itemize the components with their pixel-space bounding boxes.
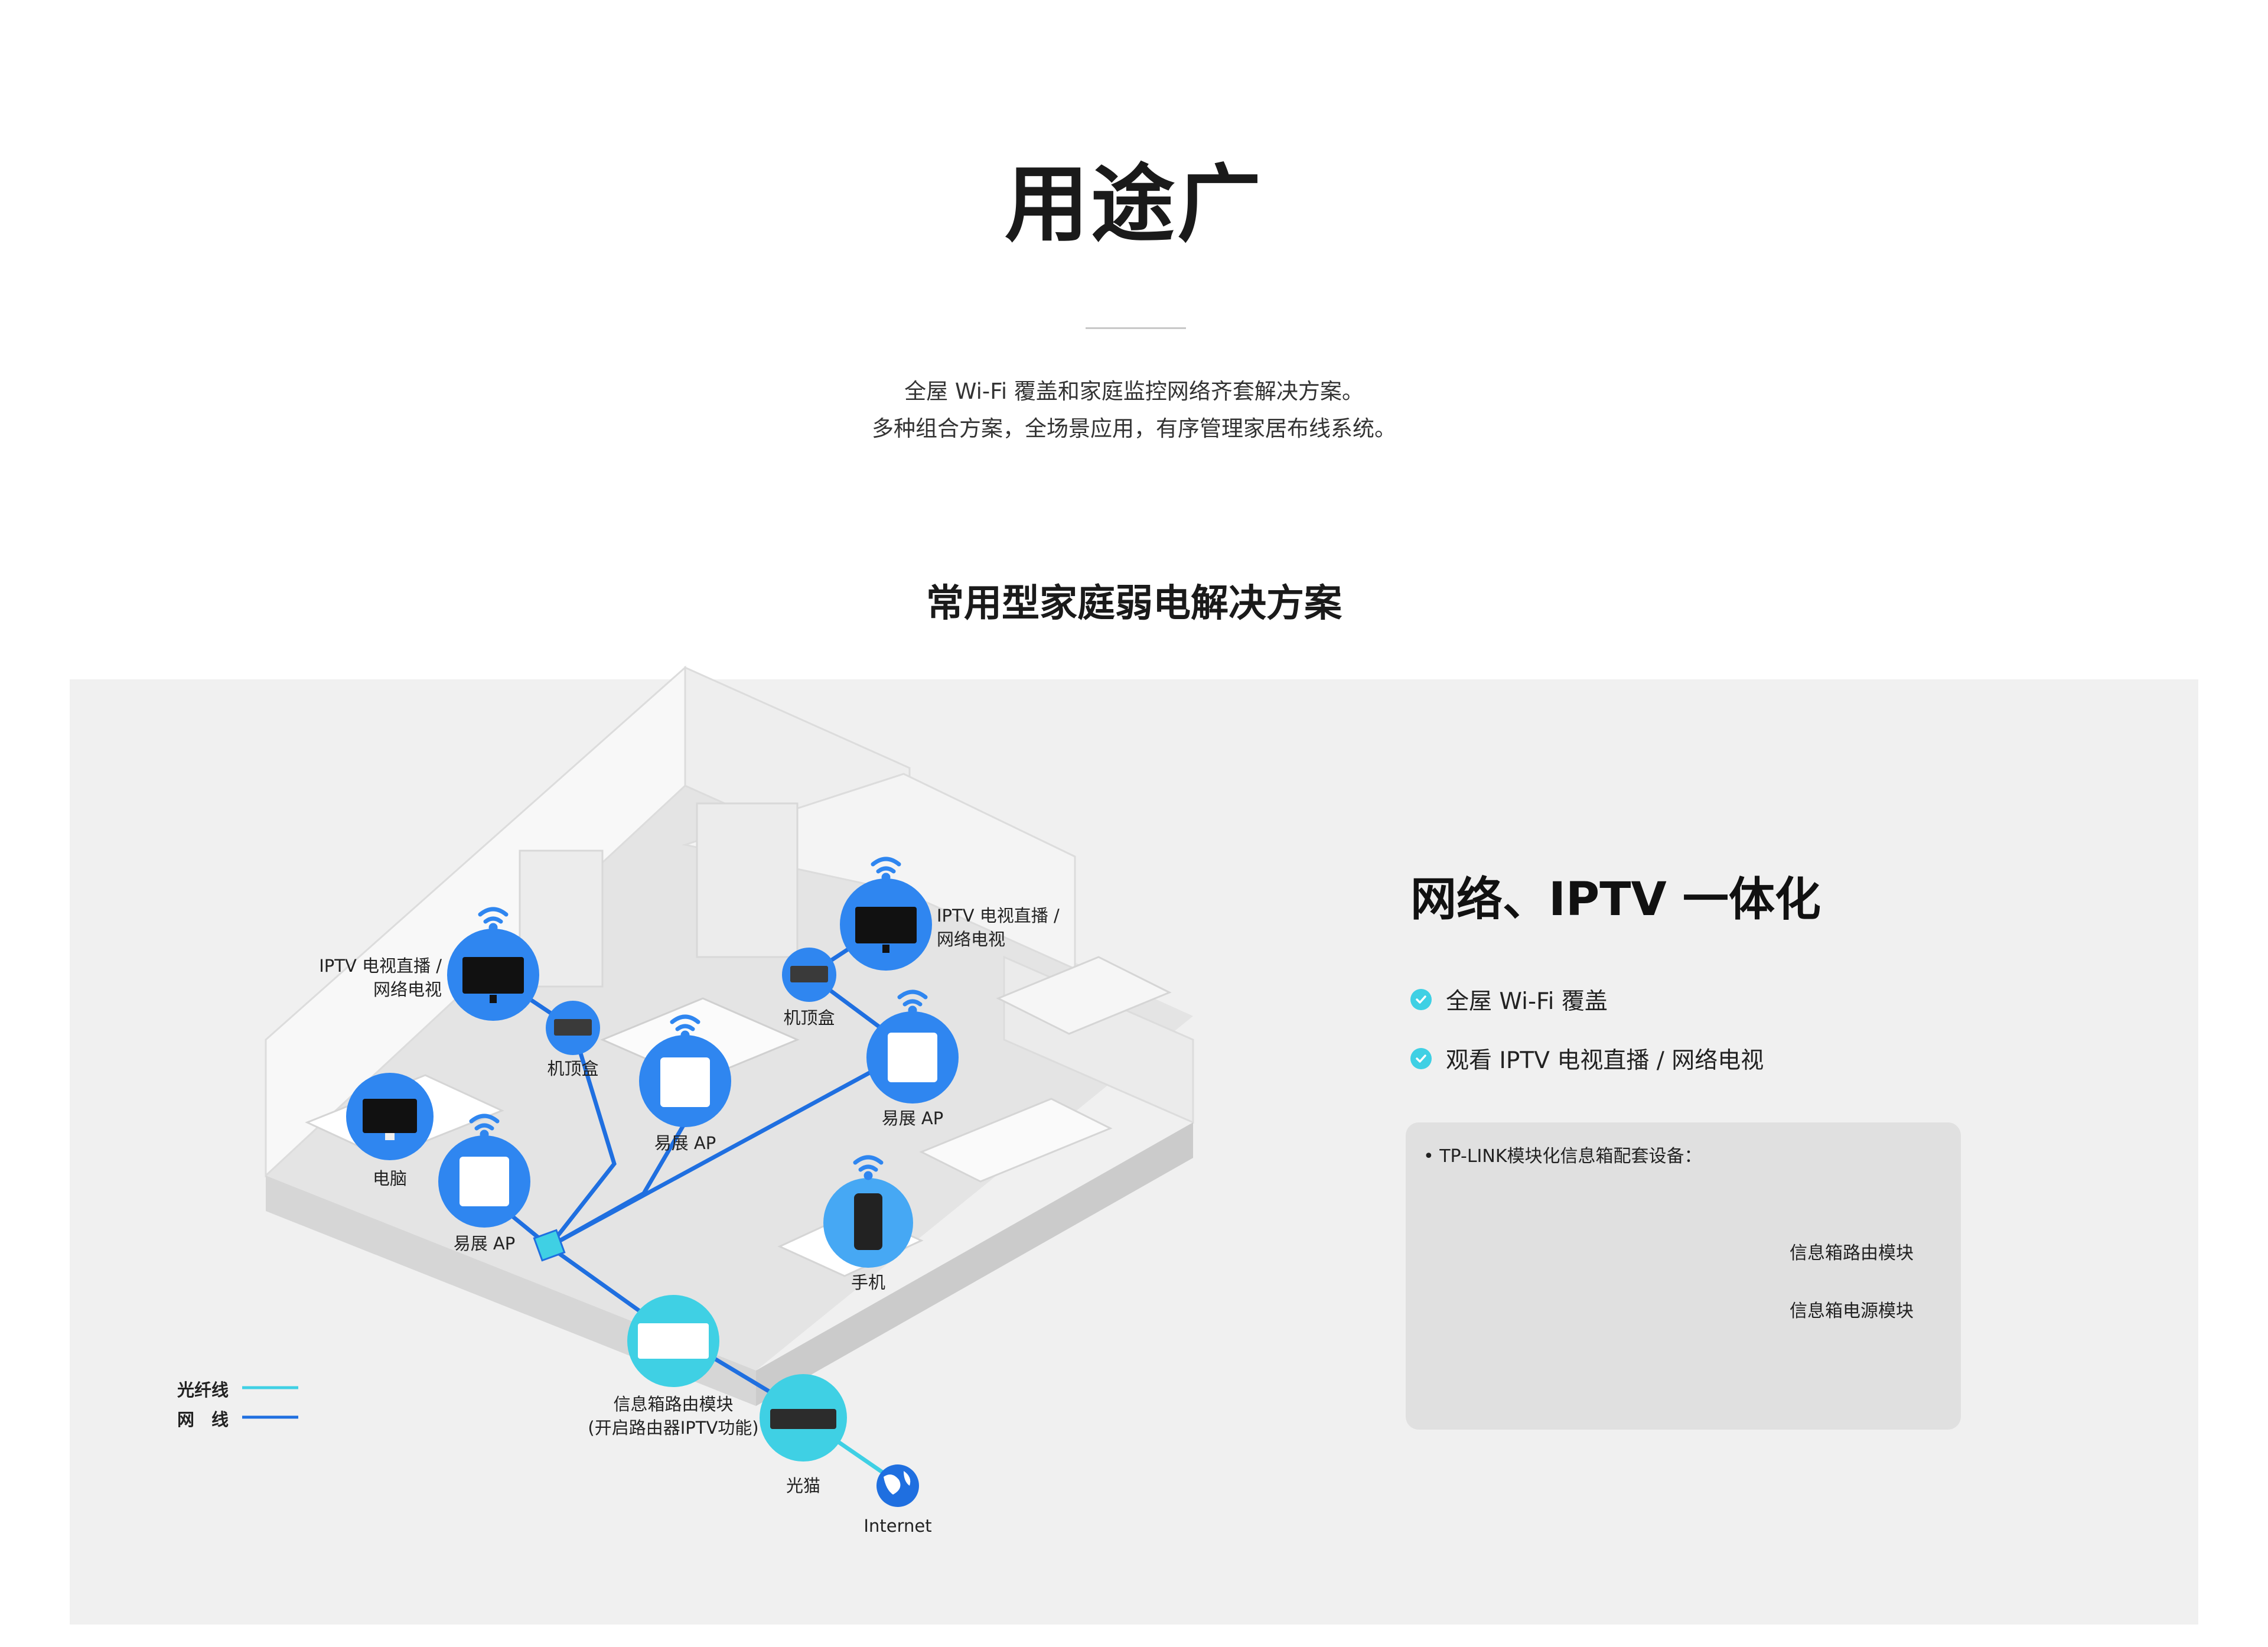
label-stb-right: 机顶盒 <box>783 1008 835 1028</box>
wifi-icon-ap-center <box>670 1014 700 1040</box>
subtitle-line-2: 多种组合方案，全场景应用，有序管理家居布线系统。 <box>872 416 1396 441</box>
router-module-label: 信息箱路由模块 <box>1790 1243 1914 1264</box>
label-pc: 电脑 <box>372 1168 407 1189</box>
label-iptv-right: IPTV 电视直播 / <box>937 906 1060 926</box>
label-stb-left: 机顶盒 <box>547 1059 599 1079</box>
wifi-icon-tv-left <box>478 907 509 932</box>
label-iptv-left: IPTV 电视直播 / <box>319 956 442 976</box>
legend-cable-label: 网 线 <box>177 1410 229 1430</box>
tv-node-right <box>840 878 932 971</box>
modem-node <box>760 1374 847 1462</box>
label-iptv-left-2: 网络电视 <box>373 979 442 1000</box>
pc-node <box>346 1073 434 1160</box>
router-module-node <box>627 1295 719 1387</box>
label-modem: 光猫 <box>786 1476 820 1496</box>
equipment-box <box>1406 1122 1961 1430</box>
bathroom <box>996 956 1172 1035</box>
feature-label: 全屋 Wi-Fi 覆盖 <box>1446 988 1608 1015</box>
check-icon <box>1410 989 1432 1010</box>
stb-node-left <box>546 1001 600 1055</box>
label-iptv-right-2: 网络电视 <box>937 929 1006 949</box>
label-ap-left: 易展 AP <box>453 1233 516 1254</box>
label-router-module: 信息箱路由模块 <box>613 1394 734 1414</box>
bullet-icon: • <box>1423 1146 1440 1167</box>
cable-hub-to-stb-left <box>547 1026 617 1249</box>
label-router-module-note: (开启路由器IPTV功能) <box>588 1418 759 1438</box>
equipment-heading-text: TP-LINK模块化信息箱配套设备： <box>1439 1146 1702 1167</box>
check-icon <box>1410 1048 1432 1069</box>
house-front-wall-right <box>756 1122 1193 1406</box>
internet-globe-icon <box>876 1464 919 1507</box>
phone-node <box>823 1178 913 1268</box>
stb-node-right <box>782 948 836 1002</box>
feature-item: 观看 IPTV 电视直播 / 网络电视 <box>1410 1042 1764 1075</box>
ap-node-right <box>866 1011 959 1104</box>
ap-node-left <box>438 1135 530 1228</box>
title-divider <box>1086 327 1186 329</box>
cable-hub-to-ap-right <box>547 1055 900 1249</box>
page-title: 用途广 <box>1005 156 1263 253</box>
section-title: 常用型家庭弱电解决方案 <box>926 582 1342 626</box>
feature-item: 全屋 Wi-Fi 覆盖 <box>1410 983 1608 1016</box>
wifi-icon-tv-right <box>871 857 901 882</box>
tv-node-left <box>447 929 539 1021</box>
label-phone: 手机 <box>850 1272 885 1293</box>
window-right <box>696 802 799 958</box>
wifi-icon-phone <box>853 1155 884 1180</box>
wifi-icon-ap-right <box>897 989 928 1015</box>
ap-node-center <box>639 1035 731 1127</box>
kitchen-counter <box>919 1098 1113 1183</box>
label-ap-right: 易展 AP <box>881 1108 944 1128</box>
cable-hub <box>533 1229 566 1262</box>
wifi-icon-ap-left <box>469 1114 500 1139</box>
label-internet: Internet <box>863 1516 932 1536</box>
subtitle-line-1: 全屋 Wi-Fi 覆盖和家庭监控网络齐套解决方案。 <box>904 379 1364 404</box>
feature-label: 观看 IPTV 电视直播 / 网络电视 <box>1446 1047 1764 1074</box>
power-module-label: 信息箱电源模块 <box>1790 1301 1914 1321</box>
features-title: 网络、IPTV 一体化 <box>1410 873 1821 926</box>
legend-fiber-label: 光纤线 <box>177 1380 229 1400</box>
label-ap-center: 易展 AP <box>654 1133 716 1153</box>
equipment-heading: • TP-LINK模块化信息箱配套设备： <box>1423 1141 1702 1167</box>
